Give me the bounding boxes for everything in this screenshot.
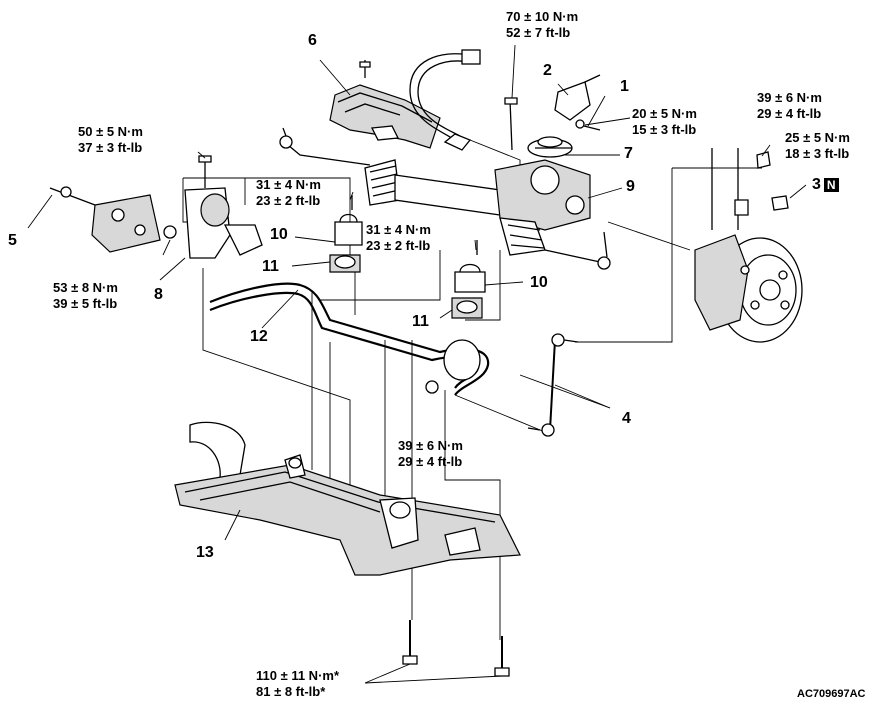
heat-shield bbox=[329, 60, 441, 149]
torque-rack-bolt-nm: 70 ± 10 N·m bbox=[506, 9, 579, 24]
callout-1: 1 bbox=[620, 78, 629, 95]
new-part-badge: N bbox=[823, 177, 839, 192]
callout-13: 13 bbox=[196, 544, 214, 561]
torque-rack-bolt: 70 ± 10 N·m 52 ± 7 ft-lb bbox=[506, 9, 578, 41]
leader-lines bbox=[27, 44, 807, 684]
torque-bracket-top-ftlb: 37 ± 3 ft-lb bbox=[78, 140, 143, 155]
callout-10-left: 10 bbox=[270, 226, 288, 243]
stabilizer-link bbox=[527, 333, 579, 437]
torque-strut-top: 39 ± 6 N·m 29 ± 4 ft-lb bbox=[757, 90, 822, 122]
torque-coupling-nm: 20 ± 5 N·m bbox=[632, 106, 697, 121]
callout-10-right: 10 bbox=[530, 274, 548, 291]
torque-crossmember-ftlb: 81 ± 8 ft-lb* bbox=[256, 684, 326, 699]
torque-clamp-nm: 31 ± 4 N·m bbox=[366, 222, 431, 237]
torque-coupling-ftlb: 15 ± 3 ft-lb bbox=[632, 122, 697, 137]
torque-bracket-top: 50 ± 5 N·m 37 ± 3 ft-lb bbox=[78, 124, 143, 156]
callout-2: 2 bbox=[543, 62, 552, 79]
torque-clamp-ftlb: 23 ± 2 ft-lb bbox=[366, 238, 431, 253]
torque-crossmember-nm: 110 ± 11 N·m* bbox=[256, 668, 340, 683]
callout-9: 9 bbox=[626, 178, 635, 195]
callout-11-left: 11 bbox=[262, 258, 279, 275]
torque-heatshield: 31 ± 4 N·m 23 ± 2 ft-lb bbox=[256, 177, 321, 209]
torque-heatshield-ftlb: 23 ± 2 ft-lb bbox=[256, 193, 321, 208]
torque-bracket-nut-nm: 53 ± 8 N·m bbox=[53, 280, 118, 295]
callout-8: 8 bbox=[154, 286, 163, 303]
knuckle-and-rotor bbox=[694, 148, 803, 343]
torque-link-nut-ftlb: 29 ± 4 ft-lb bbox=[398, 454, 463, 469]
torque-knuckle-nut-ftlb: 18 ± 3 ft-lb bbox=[785, 146, 850, 161]
torque-heatshield-nm: 31 ± 4 N·m bbox=[256, 177, 321, 192]
callout-4: 4 bbox=[622, 410, 631, 427]
steering-coupling bbox=[554, 74, 601, 131]
torque-rack-bolt-ftlb: 52 ± 7 ft-lb bbox=[506, 25, 571, 40]
torque-bracket-nut: 53 ± 8 N·m 39 ± 5 ft-lb bbox=[53, 280, 118, 312]
stabilizer-bushing-left bbox=[329, 195, 363, 273]
torque-knuckle-nut-nm: 25 ± 5 N·m bbox=[785, 130, 850, 145]
torque-coupling: 20 ± 5 N·m 15 ± 3 ft-lb bbox=[632, 106, 697, 138]
torque-strut-top-ftlb: 29 ± 4 ft-lb bbox=[757, 106, 822, 121]
torque-bracket-top-nm: 50 ± 5 N·m bbox=[78, 124, 143, 139]
steering-rack bbox=[279, 97, 611, 270]
torque-bracket-nut-ftlb: 39 ± 5 ft-lb bbox=[53, 296, 118, 311]
torque-clamp: 31 ± 4 N·m 23 ± 2 ft-lb bbox=[366, 222, 431, 254]
torque-knuckle-nut: 25 ± 5 N·m 18 ± 3 ft-lb bbox=[785, 130, 850, 162]
wiring-harness bbox=[409, 49, 481, 151]
callout-11-right: 11 bbox=[412, 313, 429, 330]
front-crossmember bbox=[174, 421, 521, 576]
stabilizer-bushing-right bbox=[451, 240, 486, 319]
callout-3-number: 3 bbox=[812, 176, 821, 193]
stabilizer-bar bbox=[209, 282, 490, 396]
crossmember-bolts bbox=[402, 620, 510, 677]
torque-strut-top-nm: 39 ± 6 N·m bbox=[757, 90, 822, 105]
mounting-bracket bbox=[49, 155, 263, 259]
dust-seal bbox=[527, 136, 573, 158]
figure-code: AC709697AC bbox=[797, 688, 866, 700]
torque-crossmember: 110 ± 11 N·m* 81 ± 8 ft-lb* bbox=[256, 668, 339, 700]
torque-link-nut: 39 ± 6 N·m 29 ± 4 ft-lb bbox=[398, 438, 463, 470]
callout-12: 12 bbox=[250, 328, 268, 345]
callout-6: 6 bbox=[308, 32, 317, 49]
torque-link-nut-nm: 39 ± 6 N·m bbox=[398, 438, 463, 453]
callout-5: 5 bbox=[8, 232, 17, 249]
callout-7: 7 bbox=[624, 145, 633, 162]
guide-lines bbox=[182, 139, 762, 640]
